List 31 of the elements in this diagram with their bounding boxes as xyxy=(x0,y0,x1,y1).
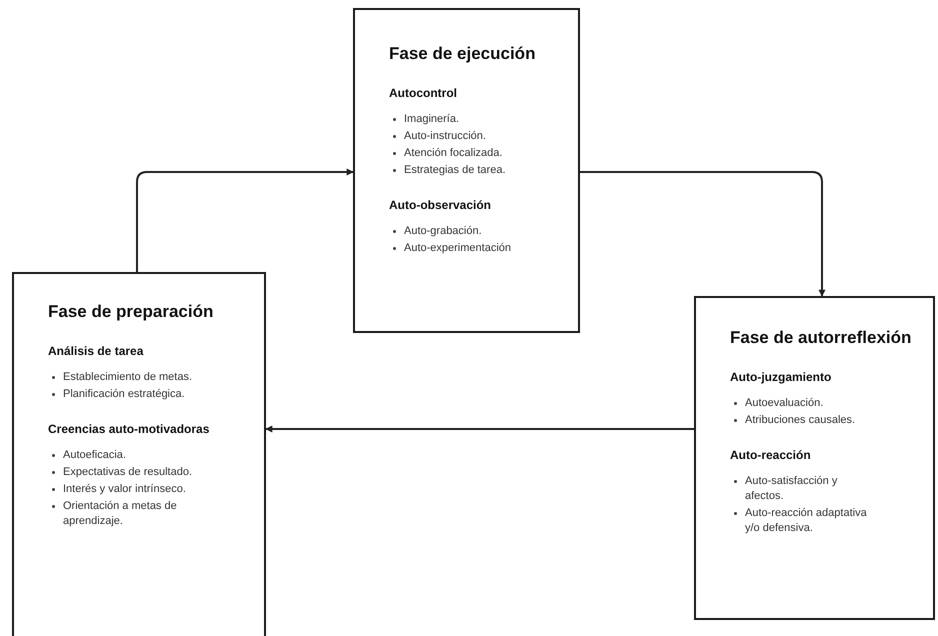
section-heading: Auto-observación xyxy=(389,198,492,212)
phase-box xyxy=(694,296,935,620)
list-item: Establecimiento de metas. xyxy=(63,370,192,385)
list-item: Auto-instrucción. xyxy=(404,129,486,144)
list-item: Orientación a metas de aprendizaje. xyxy=(63,499,178,529)
list-item: Auto-reacción adaptativa y/o defensiva. xyxy=(745,506,868,536)
section-heading: Auto-reacción xyxy=(730,448,812,462)
section-heading: Análisis de tarea xyxy=(48,344,144,358)
list-item: Imaginería. xyxy=(404,112,460,127)
list-item: Autoevaluación. xyxy=(745,396,824,411)
list-item: Auto-satisfacción y afectos. xyxy=(745,474,838,504)
list-item: Atención focalizada. xyxy=(404,146,502,161)
phase-title: Fase de autorreflexión xyxy=(730,328,912,348)
phase-title: Fase de ejecución xyxy=(389,44,536,64)
section-heading: Auto-juzgamiento xyxy=(730,370,832,384)
list-item: Autoeficacia. xyxy=(63,448,126,463)
section-heading: Creencias auto-motivadoras xyxy=(48,422,210,436)
phase-title: Fase de preparación xyxy=(48,302,214,322)
phase-box xyxy=(12,272,266,636)
list-item: Auto-experimentación xyxy=(404,241,512,256)
arrow xyxy=(136,168,354,272)
section-heading: Autocontrol xyxy=(389,86,458,100)
phase-box xyxy=(353,8,580,333)
arrow xyxy=(265,426,694,432)
list-item: Estrategias de tarea. xyxy=(404,163,506,178)
list-item: Atribuciones causales. xyxy=(745,413,856,428)
list-item: Interés y valor intrínseco. xyxy=(63,482,186,497)
list-item: Planificación estratégica. xyxy=(63,387,185,402)
list-item: Auto-grabación. xyxy=(404,224,482,239)
list-item: Expectativas de resultado. xyxy=(63,465,192,480)
arrow xyxy=(580,171,826,297)
